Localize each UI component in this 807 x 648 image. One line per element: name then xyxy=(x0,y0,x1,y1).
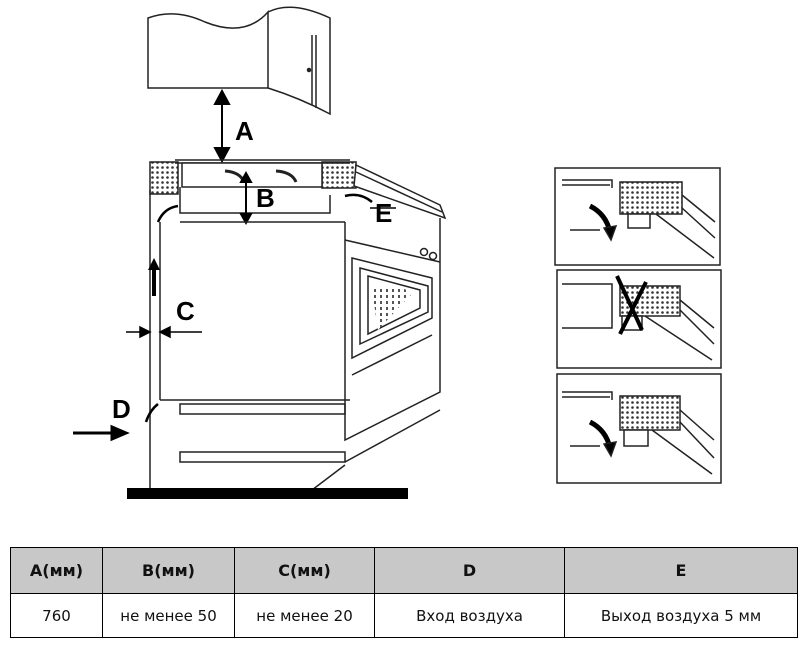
value-b: не менее 50 xyxy=(102,593,235,638)
header-b: B(мм) xyxy=(102,547,235,594)
header-c: C(мм) xyxy=(234,547,375,594)
airflow-arrows xyxy=(144,204,179,423)
spec-table: A(мм) B(мм) C(мм) D E 760 не менее 50 не… xyxy=(10,547,798,638)
wall-cabinet xyxy=(147,6,331,116)
detail-panel-wrong xyxy=(556,269,722,369)
oven xyxy=(344,218,441,442)
detail-panel-correct-2 xyxy=(556,373,722,484)
label-d: D xyxy=(112,394,131,424)
spec-table-header: A(мм) B(мм) C(мм) D E xyxy=(10,547,798,594)
header-e: E xyxy=(564,547,798,594)
label-c: C xyxy=(176,296,195,326)
floor xyxy=(127,488,408,499)
dimension-c xyxy=(126,325,202,339)
header-a: A(мм) xyxy=(10,547,103,594)
detail-panel-correct-1 xyxy=(554,167,721,266)
label-a: A xyxy=(235,116,254,146)
label-b: B xyxy=(256,183,275,213)
cabinet xyxy=(149,190,441,491)
exhaust-arrow-e xyxy=(344,193,396,209)
intake-arrow-d xyxy=(73,424,130,442)
worktop xyxy=(149,161,447,220)
value-e: Выход воздуха 5 мм xyxy=(564,593,798,638)
dimension-b xyxy=(239,170,253,226)
value-a: 760 xyxy=(10,593,103,638)
value-c: не менее 20 xyxy=(234,593,375,638)
installation-diagram: A B E xyxy=(73,6,722,499)
dimension-a xyxy=(213,88,231,164)
spec-table-row: 760 не менее 50 не менее 20 Вход воздуха… xyxy=(10,593,798,638)
header-d: D xyxy=(374,547,565,594)
value-d: Вход воздуха xyxy=(374,593,565,638)
label-e: E xyxy=(375,198,392,228)
